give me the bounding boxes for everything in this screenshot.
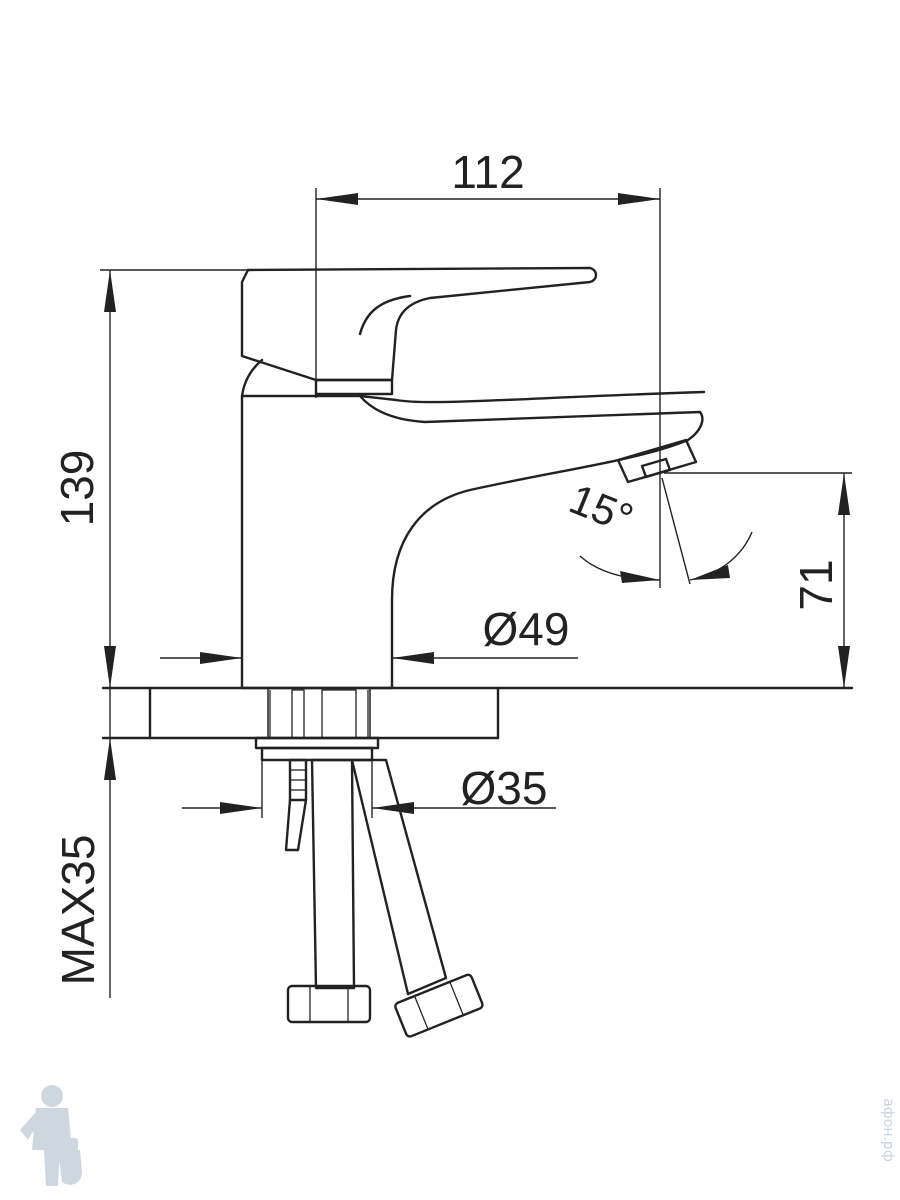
spout-height-label: 71 (790, 559, 842, 610)
max-counter-thickness-label: MAX35 (52, 835, 104, 986)
total-height-label: 139 (51, 450, 103, 527)
watermark-text: афон.рф (880, 1098, 896, 1162)
faucet-body (240, 266, 706, 690)
dimension-body-diameter: Ø49 (160, 603, 578, 664)
hose-nut-left (286, 984, 372, 1024)
dimension-mount-diameter: Ø35 (182, 760, 556, 818)
mount-diameter-label: Ø35 (461, 762, 548, 814)
dimension-spout-angle: 15° (563, 475, 753, 585)
spout-angle-label: 15° (563, 475, 639, 542)
hose-nut-right (394, 973, 484, 1038)
flexible-hoses (286, 758, 484, 1038)
countertop-section (101, 686, 854, 740)
plumber-mascot-icon (20, 1085, 82, 1186)
mounting-assembly (254, 687, 380, 852)
dimension-total-height: 139 (51, 269, 250, 688)
dimension-max-counter-thickness: MAX35 (52, 688, 116, 998)
dimension-spout-reach: 112 (315, 146, 661, 588)
spout-reach-label: 112 (451, 146, 524, 198)
aerator (616, 438, 698, 484)
body-diameter-label: Ø49 (483, 603, 570, 655)
dimension-spout-height: 71 (664, 472, 852, 688)
